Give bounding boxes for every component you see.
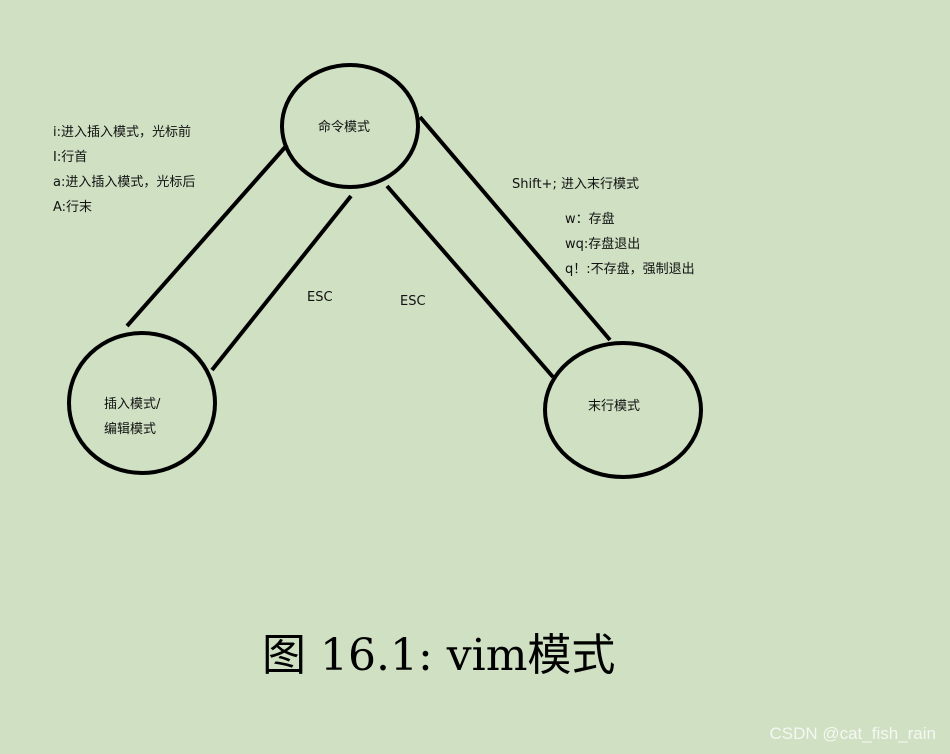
insert-key-I: I:行首 — [53, 150, 88, 165]
lastline-entry-annotation: Shift+; 进入末行模式 — [512, 177, 639, 192]
lastline-mode-label: 末行模式 — [588, 399, 641, 414]
edge-insert-to-command-outer — [125, 143, 289, 328]
insert-key-A: A:行末 — [53, 200, 93, 215]
insert-key-a: a:进入插入模式，光标后 — [53, 175, 196, 190]
command-mode-node — [280, 63, 420, 189]
lastline-cmd-w: w：存盘 — [565, 212, 615, 227]
figure-caption: 图 16.1: vim模式 — [262, 630, 616, 681]
edge-lastline-to-command-inner — [385, 184, 555, 379]
edge-insert-to-command-inner — [210, 194, 353, 372]
watermark: CSDN @cat_fish_rain — [769, 724, 936, 743]
lastline-mode-node — [543, 341, 703, 479]
insert-mode-label-line2: 编辑模式 — [104, 422, 157, 437]
insert-key-i: i:进入插入模式，光标前 — [53, 125, 191, 140]
insert-mode-node — [67, 331, 217, 475]
command-mode-label: 命令模式 — [318, 120, 371, 135]
lastline-cmd-wq: wq:存盘退出 — [565, 237, 641, 252]
esc-label-lastline: ESC — [400, 294, 426, 309]
edge-command-to-lastline-outer — [418, 115, 612, 342]
lastline-cmd-q: q！:不存盘，强制退出 — [565, 262, 695, 277]
insert-keys-annotation: i:进入插入模式，光标前 I:行首 a:进入插入模式，光标后 A:行末 — [53, 120, 195, 220]
esc-label-insert: ESC — [307, 290, 333, 305]
insert-mode-label-line1: 插入模式/ — [104, 397, 161, 412]
lastline-commands-annotation: w：存盘 wq:存盘退出 q！:不存盘，强制退出 — [565, 207, 695, 282]
